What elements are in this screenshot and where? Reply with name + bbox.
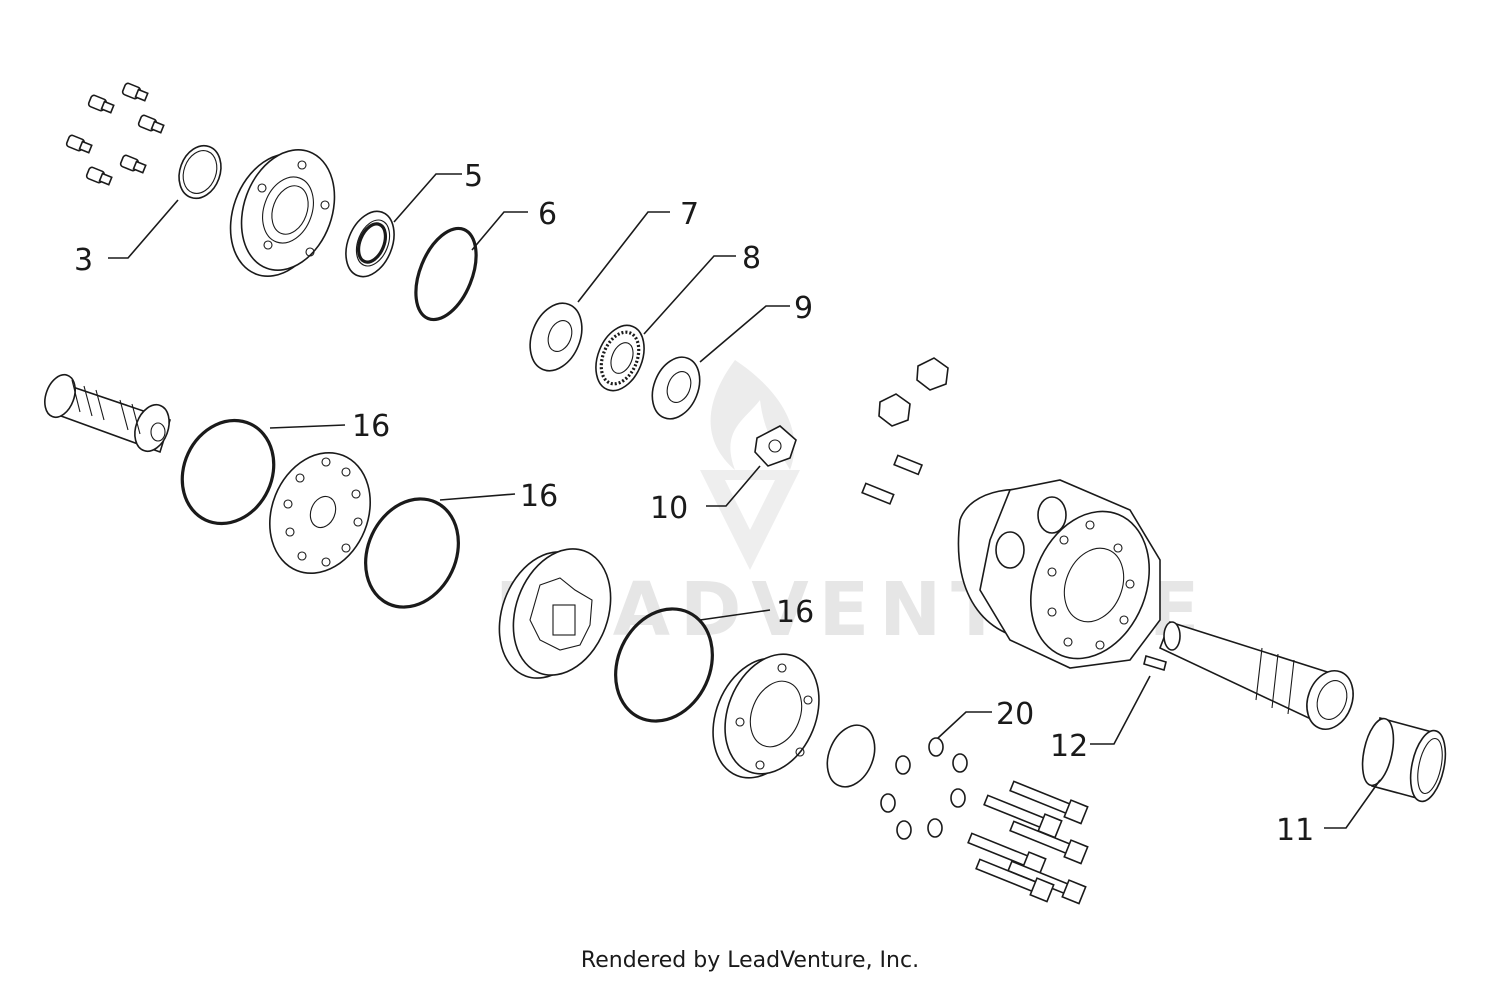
callout-7: 7 [680, 197, 699, 232]
part-16-oring-b [364, 497, 460, 609]
main-housing [957, 479, 1161, 669]
part-5-seal [345, 210, 395, 278]
callout-8: 8 [742, 241, 761, 276]
part-3-ring [178, 144, 222, 200]
part-16-oring-a [180, 418, 276, 526]
part-16-oring-c [614, 607, 714, 723]
callout-16-a: 16 [352, 409, 390, 444]
callout-16-b: 16 [520, 479, 558, 514]
part-11-bearing [1361, 716, 1447, 803]
callout-6: 6 [538, 197, 557, 232]
port-plugs [878, 357, 949, 427]
callout-20: 20 [996, 697, 1034, 732]
callout-9: 9 [794, 291, 813, 326]
part-6-ring [414, 226, 478, 322]
splined-drive-shaft [44, 373, 171, 454]
part-7-washer [529, 302, 583, 372]
leader-lines [108, 173, 1381, 829]
callout-labels: 3 5 6 7 8 9 10 11 12 16 16 16 20 [74, 159, 1314, 848]
part-12-key [1143, 654, 1167, 672]
fittings [861, 454, 924, 505]
output-shaft [1158, 621, 1354, 730]
gerotor-set [498, 548, 612, 679]
callout-5: 5 [464, 159, 483, 194]
callout-11: 11 [1276, 813, 1314, 848]
valve-plate [268, 451, 372, 575]
end-cap [712, 653, 820, 779]
part-8-needle-bearing [595, 324, 645, 392]
check-disc [826, 724, 876, 788]
callout-10: 10 [650, 491, 688, 526]
callout-3: 3 [74, 243, 93, 278]
cap-screws-top [65, 82, 165, 186]
front-flange [229, 149, 336, 277]
callout-12: 12 [1050, 729, 1088, 764]
part-10-nut [754, 425, 797, 467]
render-credit: Rendered by LeadVenture, Inc. [580, 948, 920, 973]
callout-16-c: 16 [776, 595, 814, 630]
part-9-washer [651, 356, 701, 420]
long-cap-screws [967, 780, 1089, 905]
part-20-washers [880, 737, 968, 840]
